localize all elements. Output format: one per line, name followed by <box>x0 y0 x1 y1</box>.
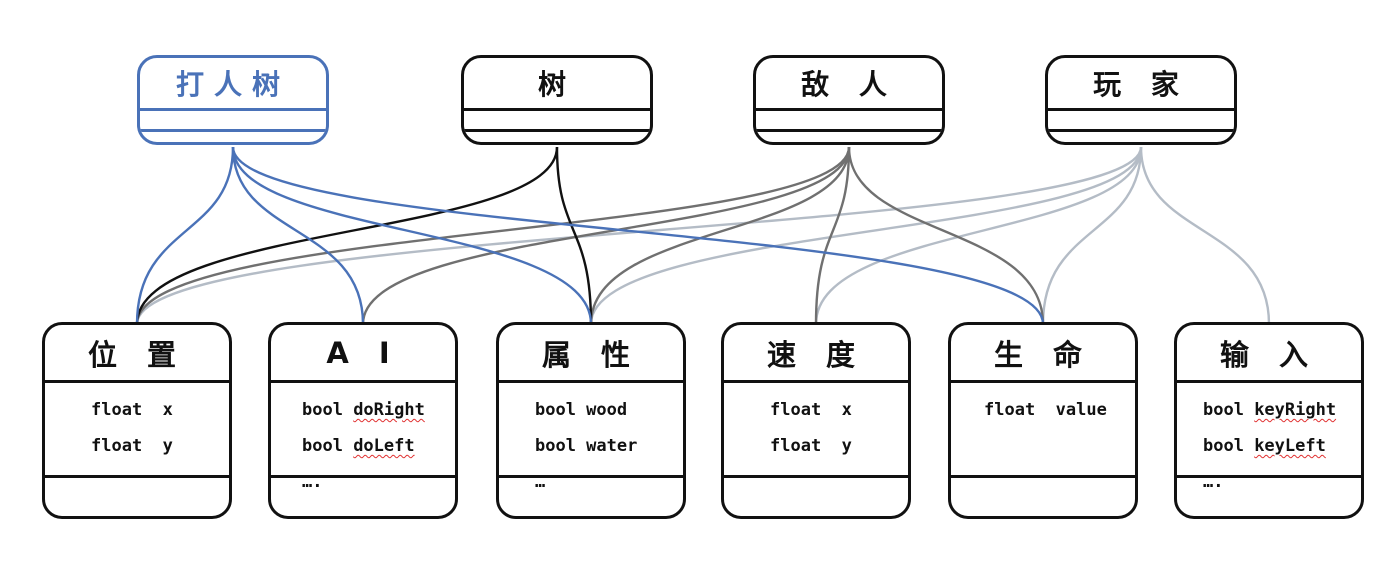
divider <box>464 108 650 111</box>
component-title: 生 命 <box>993 337 1093 372</box>
entity-title: 玩 家 <box>1093 68 1189 101</box>
divider <box>1177 380 1361 383</box>
field-item: bool doLeft <box>302 436 415 456</box>
misspelled-word: keyRight <box>1254 400 1337 420</box>
link-curve-0-2 <box>231 146 593 325</box>
field-item: float x <box>91 400 173 420</box>
misspelled-word: doRight <box>353 400 425 420</box>
link-curve-1-2 <box>555 146 593 325</box>
divider <box>271 380 455 383</box>
link-curve-3-5 <box>1139 146 1271 325</box>
divider <box>45 380 229 383</box>
field-list: float x float y <box>45 383 229 475</box>
divider <box>724 380 908 383</box>
link-curve-3-0 <box>135 146 1143 325</box>
divider <box>724 475 908 478</box>
component-box-输入[interactable]: 输 入 bool keyRight bool keyLeft …. <box>1174 322 1364 519</box>
divider <box>271 475 455 478</box>
link-curve-3-2 <box>589 146 1143 325</box>
divider <box>45 475 229 478</box>
field-item: bool wood <box>535 400 628 420</box>
field-list: float value <box>951 383 1135 475</box>
field-item: bool keyRight <box>1203 400 1337 420</box>
field-item: …. <box>1203 472 1224 492</box>
divider <box>951 475 1135 478</box>
entity-empty-section <box>1048 111 1234 129</box>
entity-box-敌人[interactable]: 敌 人 <box>753 55 945 145</box>
component-title: A I <box>326 335 400 370</box>
field-item: bool doRight <box>302 400 425 420</box>
divider <box>756 129 942 132</box>
entity-box-玩家[interactable]: 玩 家 <box>1045 55 1237 145</box>
divider <box>1048 129 1234 132</box>
entity-title: 敌 人 <box>801 68 897 101</box>
component-title: 位 置 <box>87 337 187 372</box>
entity-title: 打人树 <box>175 68 290 101</box>
divider <box>464 129 650 132</box>
field-item: …. <box>302 472 323 492</box>
field-list: bool wood bool water … <box>499 383 683 492</box>
link-curve-0-1 <box>231 146 365 325</box>
divider <box>1177 475 1361 478</box>
entity-empty-section <box>464 111 650 129</box>
component-title: 输 入 <box>1219 337 1319 372</box>
component-box-AI[interactable]: A I bool doRight bool doLeft …. <box>268 322 458 519</box>
component-box-属性[interactable]: 属 性 bool wood bool water … <box>496 322 686 519</box>
link-curve-2-2 <box>589 146 851 325</box>
misspelled-word: doLeft <box>353 436 415 456</box>
field-item: bool keyLeft <box>1203 436 1326 456</box>
entity-title: 树 <box>537 68 576 101</box>
link-curve-2-4 <box>847 146 1045 325</box>
field-item: float value <box>984 400 1107 420</box>
divider <box>140 129 326 132</box>
divider <box>1048 108 1234 111</box>
field-item: … <box>535 472 546 492</box>
field-list: float x float y <box>724 383 908 475</box>
divider <box>951 380 1135 383</box>
component-box-生命[interactable]: 生 命 float value <box>948 322 1138 519</box>
field-item: float x <box>770 400 852 420</box>
link-curve-0-0 <box>135 146 235 325</box>
component-box-速度[interactable]: 速 度 float x float y <box>721 322 911 519</box>
entity-box-打人树[interactable]: 打人树 <box>137 55 329 145</box>
entity-box-树[interactable]: 树 <box>461 55 653 145</box>
divider <box>499 475 683 478</box>
field-list: bool keyRight bool keyLeft …. <box>1177 383 1361 492</box>
divider <box>499 380 683 383</box>
link-curve-0-4 <box>231 146 1045 325</box>
link-curve-3-4 <box>1041 146 1143 325</box>
divider <box>756 108 942 111</box>
link-curve-3-3 <box>814 146 1143 325</box>
component-box-位置[interactable]: 位 置 float x float y <box>42 322 232 519</box>
field-item: float y <box>770 436 852 456</box>
link-curve-2-1 <box>361 146 851 325</box>
entity-empty-section <box>140 111 326 129</box>
entity-empty-section <box>756 111 942 129</box>
link-curve-2-3 <box>814 146 851 325</box>
misspelled-word: keyLeft <box>1254 436 1326 456</box>
field-list: bool doRight bool doLeft …. <box>271 383 455 492</box>
component-title: 速 度 <box>766 337 866 372</box>
link-curve-1-0 <box>135 146 559 325</box>
link-curve-2-0 <box>135 146 851 325</box>
field-item: bool water <box>535 436 638 456</box>
divider <box>140 108 326 111</box>
component-title: 属 性 <box>541 337 641 372</box>
field-item: float y <box>91 436 173 456</box>
